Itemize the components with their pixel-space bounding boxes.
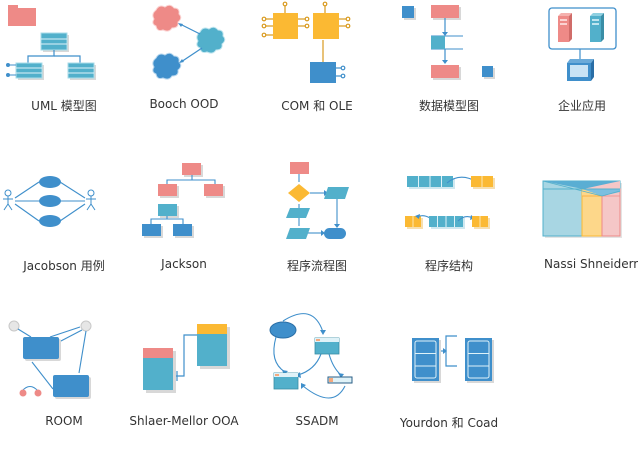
template-nassi-shneiderman[interactable]: Nassi Shneiderman <box>518 155 638 295</box>
template-label: Jackson <box>161 257 207 271</box>
template-label: Nassi Shneiderman <box>544 257 638 271</box>
template-label: 数据模型图 <box>418 99 479 113</box>
template-label: Shlaer-Mellor OOA <box>129 414 239 428</box>
jacobson-use-case-icon <box>3 176 96 227</box>
template-label: ROOM <box>45 414 83 428</box>
template-label: Jacobson 用例 <box>23 259 105 273</box>
program-structure-icon <box>405 176 495 229</box>
data-model-icon <box>402 5 495 80</box>
template-label: 程序结构 <box>424 259 473 273</box>
template-jackson[interactable]: Jackson <box>120 155 248 295</box>
ssadm-icon <box>269 313 353 399</box>
booch-ood-icon <box>152 4 226 80</box>
template-label: SSADM <box>295 414 339 428</box>
template-enterprise-application[interactable]: 企业应用 <box>518 0 638 140</box>
template-label: UML 模型图 <box>31 99 97 113</box>
template-label: Booch OOD <box>149 97 219 111</box>
yourdon-coad-icon <box>412 335 494 383</box>
template-label: Yourdon 和 Coad <box>399 416 499 430</box>
template-com-ole[interactable]: COM 和 OLE <box>253 0 381 140</box>
program-flowchart-icon <box>286 162 349 239</box>
template-booch-ood[interactable]: Booch OOD <box>120 0 248 140</box>
uml-diagram-icon <box>6 5 96 80</box>
jackson-icon <box>142 163 225 238</box>
template-room[interactable]: ROOM <box>0 310 128 450</box>
template-shlaer-mellor-ooa[interactable]: Shlaer-Mellor OOA <box>120 310 248 450</box>
room-icon <box>8 320 92 399</box>
template-data-model[interactable]: 数据模型图 <box>385 0 513 140</box>
template-label: 企业应用 <box>557 99 606 113</box>
nassi-shneiderman-icon <box>542 180 622 238</box>
template-program-flowchart[interactable]: 程序流程图 <box>253 155 381 295</box>
shlaer-mellor-ooa-icon <box>143 324 230 393</box>
template-label: COM 和 OLE <box>281 99 353 113</box>
template-ssadm[interactable]: SSADM <box>253 310 381 450</box>
template-program-structure[interactable]: 程序结构 <box>385 155 513 295</box>
com-ole-icon <box>261 1 351 83</box>
template-uml-diagram[interactable]: UML 模型图 <box>0 0 128 140</box>
template-yourdon-coad[interactable]: Yourdon 和 Coad <box>385 310 513 450</box>
template-jacobson-use-case[interactable]: Jacobson 用例 <box>0 155 128 295</box>
enterprise-application-icon <box>548 7 617 81</box>
template-label: 程序流程图 <box>286 259 347 273</box>
